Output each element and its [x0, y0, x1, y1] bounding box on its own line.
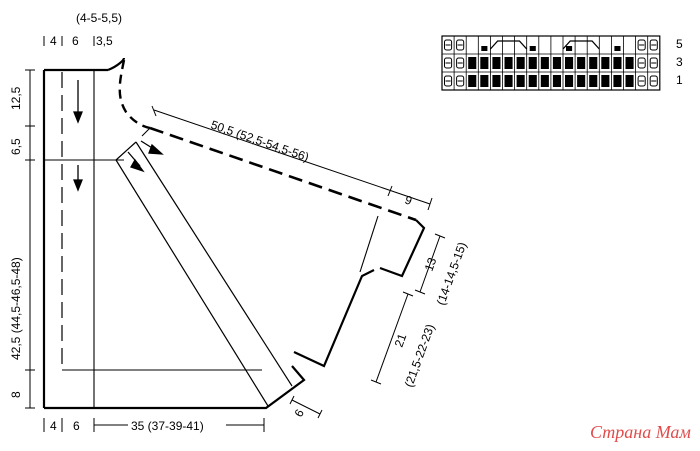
- chart-knit-cell: [577, 75, 586, 87]
- chart-knit-cell: [528, 75, 537, 87]
- label-sleeve-50-5: 50,5 (52,5-54,5-56): [209, 118, 311, 165]
- chart-knit-cell: [613, 57, 622, 69]
- chart-knit-cell: [468, 75, 477, 87]
- down-arrow-icon: [73, 165, 83, 192]
- arrow-icon: [127, 151, 145, 173]
- chart-knit-cell: [516, 57, 525, 69]
- chart-row-label-3: 3: [676, 55, 683, 69]
- left-dimension-line: [25, 69, 35, 409]
- band-end-dimension-line: [289, 395, 323, 419]
- chart-cable-symbol: [562, 40, 600, 50]
- chart-purl-cell: [444, 57, 453, 69]
- sleeve-inner-line: [141, 127, 151, 137]
- chart-knit-cell: [601, 75, 610, 87]
- chart-purl-cell: [637, 39, 646, 51]
- chart-cable-symbol: [489, 40, 528, 50]
- label-bottom-4: 4: [50, 419, 57, 433]
- chart-knit-cell: [552, 57, 561, 69]
- neck-curve-dashed: [118, 59, 151, 130]
- chart-knit-cell: [529, 46, 536, 51]
- chart-knit-cell: [577, 57, 586, 69]
- label-left-6-5: 6,5: [9, 138, 23, 155]
- chart-knit-cell: [516, 75, 525, 87]
- chart-purl-cell: [456, 39, 465, 51]
- chart-knit-cell: [613, 75, 622, 87]
- chart-knit-cell: [480, 57, 489, 69]
- chart-purl-cell: [456, 75, 465, 87]
- label-top-6: 6: [72, 34, 79, 48]
- chart-knit-cell: [625, 75, 634, 87]
- watermark-logo: Страна Мам: [590, 422, 691, 442]
- down-arrow-icon: [73, 80, 83, 124]
- chart-knit-cell: [625, 57, 634, 69]
- label-sleeve-13: 13: [422, 255, 440, 273]
- body-outline: [42, 57, 264, 410]
- sleeve-top-dashed: [149, 126, 417, 222]
- cuff-dimension-line: [414, 233, 446, 295]
- label-left-8: 8: [9, 391, 23, 398]
- diagonal-band: [115, 141, 293, 407]
- label-bottom-35: 35 (37-39-41): [131, 419, 204, 433]
- chart-purl-cell: [456, 57, 465, 69]
- chart-knit-cell: [481, 46, 488, 51]
- side-dimension-line: [370, 291, 414, 385]
- label-top-paren: (4-5-5,5): [76, 11, 122, 25]
- chart-knit-cell: [504, 57, 513, 69]
- chart-knit-cell: [492, 57, 501, 69]
- label-side-21: 21: [392, 331, 410, 349]
- chart-knit-cell: [589, 57, 598, 69]
- chart-knit-cell: [492, 75, 501, 87]
- chart-knit-cell: [589, 75, 598, 87]
- chart-purl-cell: [649, 75, 658, 87]
- label-bottom-6: 6: [73, 419, 80, 433]
- chart-knit-cell: [504, 75, 513, 87]
- chart-knit-cell: [601, 57, 610, 69]
- sleeve-cuff-line: [359, 215, 379, 273]
- chart-knit-cell: [468, 57, 477, 69]
- chart-knit-cell: [540, 57, 549, 69]
- diagonal-band-end: [264, 365, 306, 410]
- label-sleeve-13-paren: (14-14,5-15): [434, 240, 470, 307]
- label-sleeve-9: 9: [403, 193, 414, 209]
- label-left-12-5: 12,5: [9, 86, 23, 110]
- label-band-6: 6: [291, 406, 307, 419]
- sleeve-dimension-line: [151, 105, 433, 211]
- chart-knit-cell: [614, 46, 621, 51]
- sleeve-outline: [293, 219, 426, 368]
- top-dimension-line: [43, 36, 95, 46]
- arrow-icon: [140, 140, 164, 155]
- label-top-3-5: 3,5: [96, 34, 113, 48]
- chart-row-label-5: 5: [676, 37, 683, 51]
- stitch-chart: [441, 35, 661, 91]
- label-top-4: 4: [50, 34, 57, 48]
- label-left-42-5: 42,5 (44,5-46,5-48): [9, 257, 23, 360]
- body-inner-lines: [44, 70, 262, 408]
- chart-knit-cell: [565, 75, 574, 87]
- bottom-dimension-line: [43, 418, 265, 432]
- chart-purl-cell: [637, 75, 646, 87]
- chart-row-label-1: 1: [676, 73, 683, 87]
- chart-purl-cell: [649, 39, 658, 51]
- label-side-21-paren: (21,5-22-23): [402, 322, 438, 389]
- chart-knit-cell: [565, 57, 574, 69]
- chart-knit-cell: [528, 57, 537, 69]
- chart-knit-cell: [566, 46, 573, 51]
- chart-knit-cell: [552, 75, 561, 87]
- chart-purl-cell: [637, 57, 646, 69]
- chart-purl-cell: [444, 75, 453, 87]
- chart-purl-cell: [444, 39, 453, 51]
- chart-purl-cell: [649, 57, 658, 69]
- chart-knit-cell: [540, 75, 549, 87]
- band-top-cap: [115, 141, 137, 161]
- chart-knit-cell: [480, 75, 489, 87]
